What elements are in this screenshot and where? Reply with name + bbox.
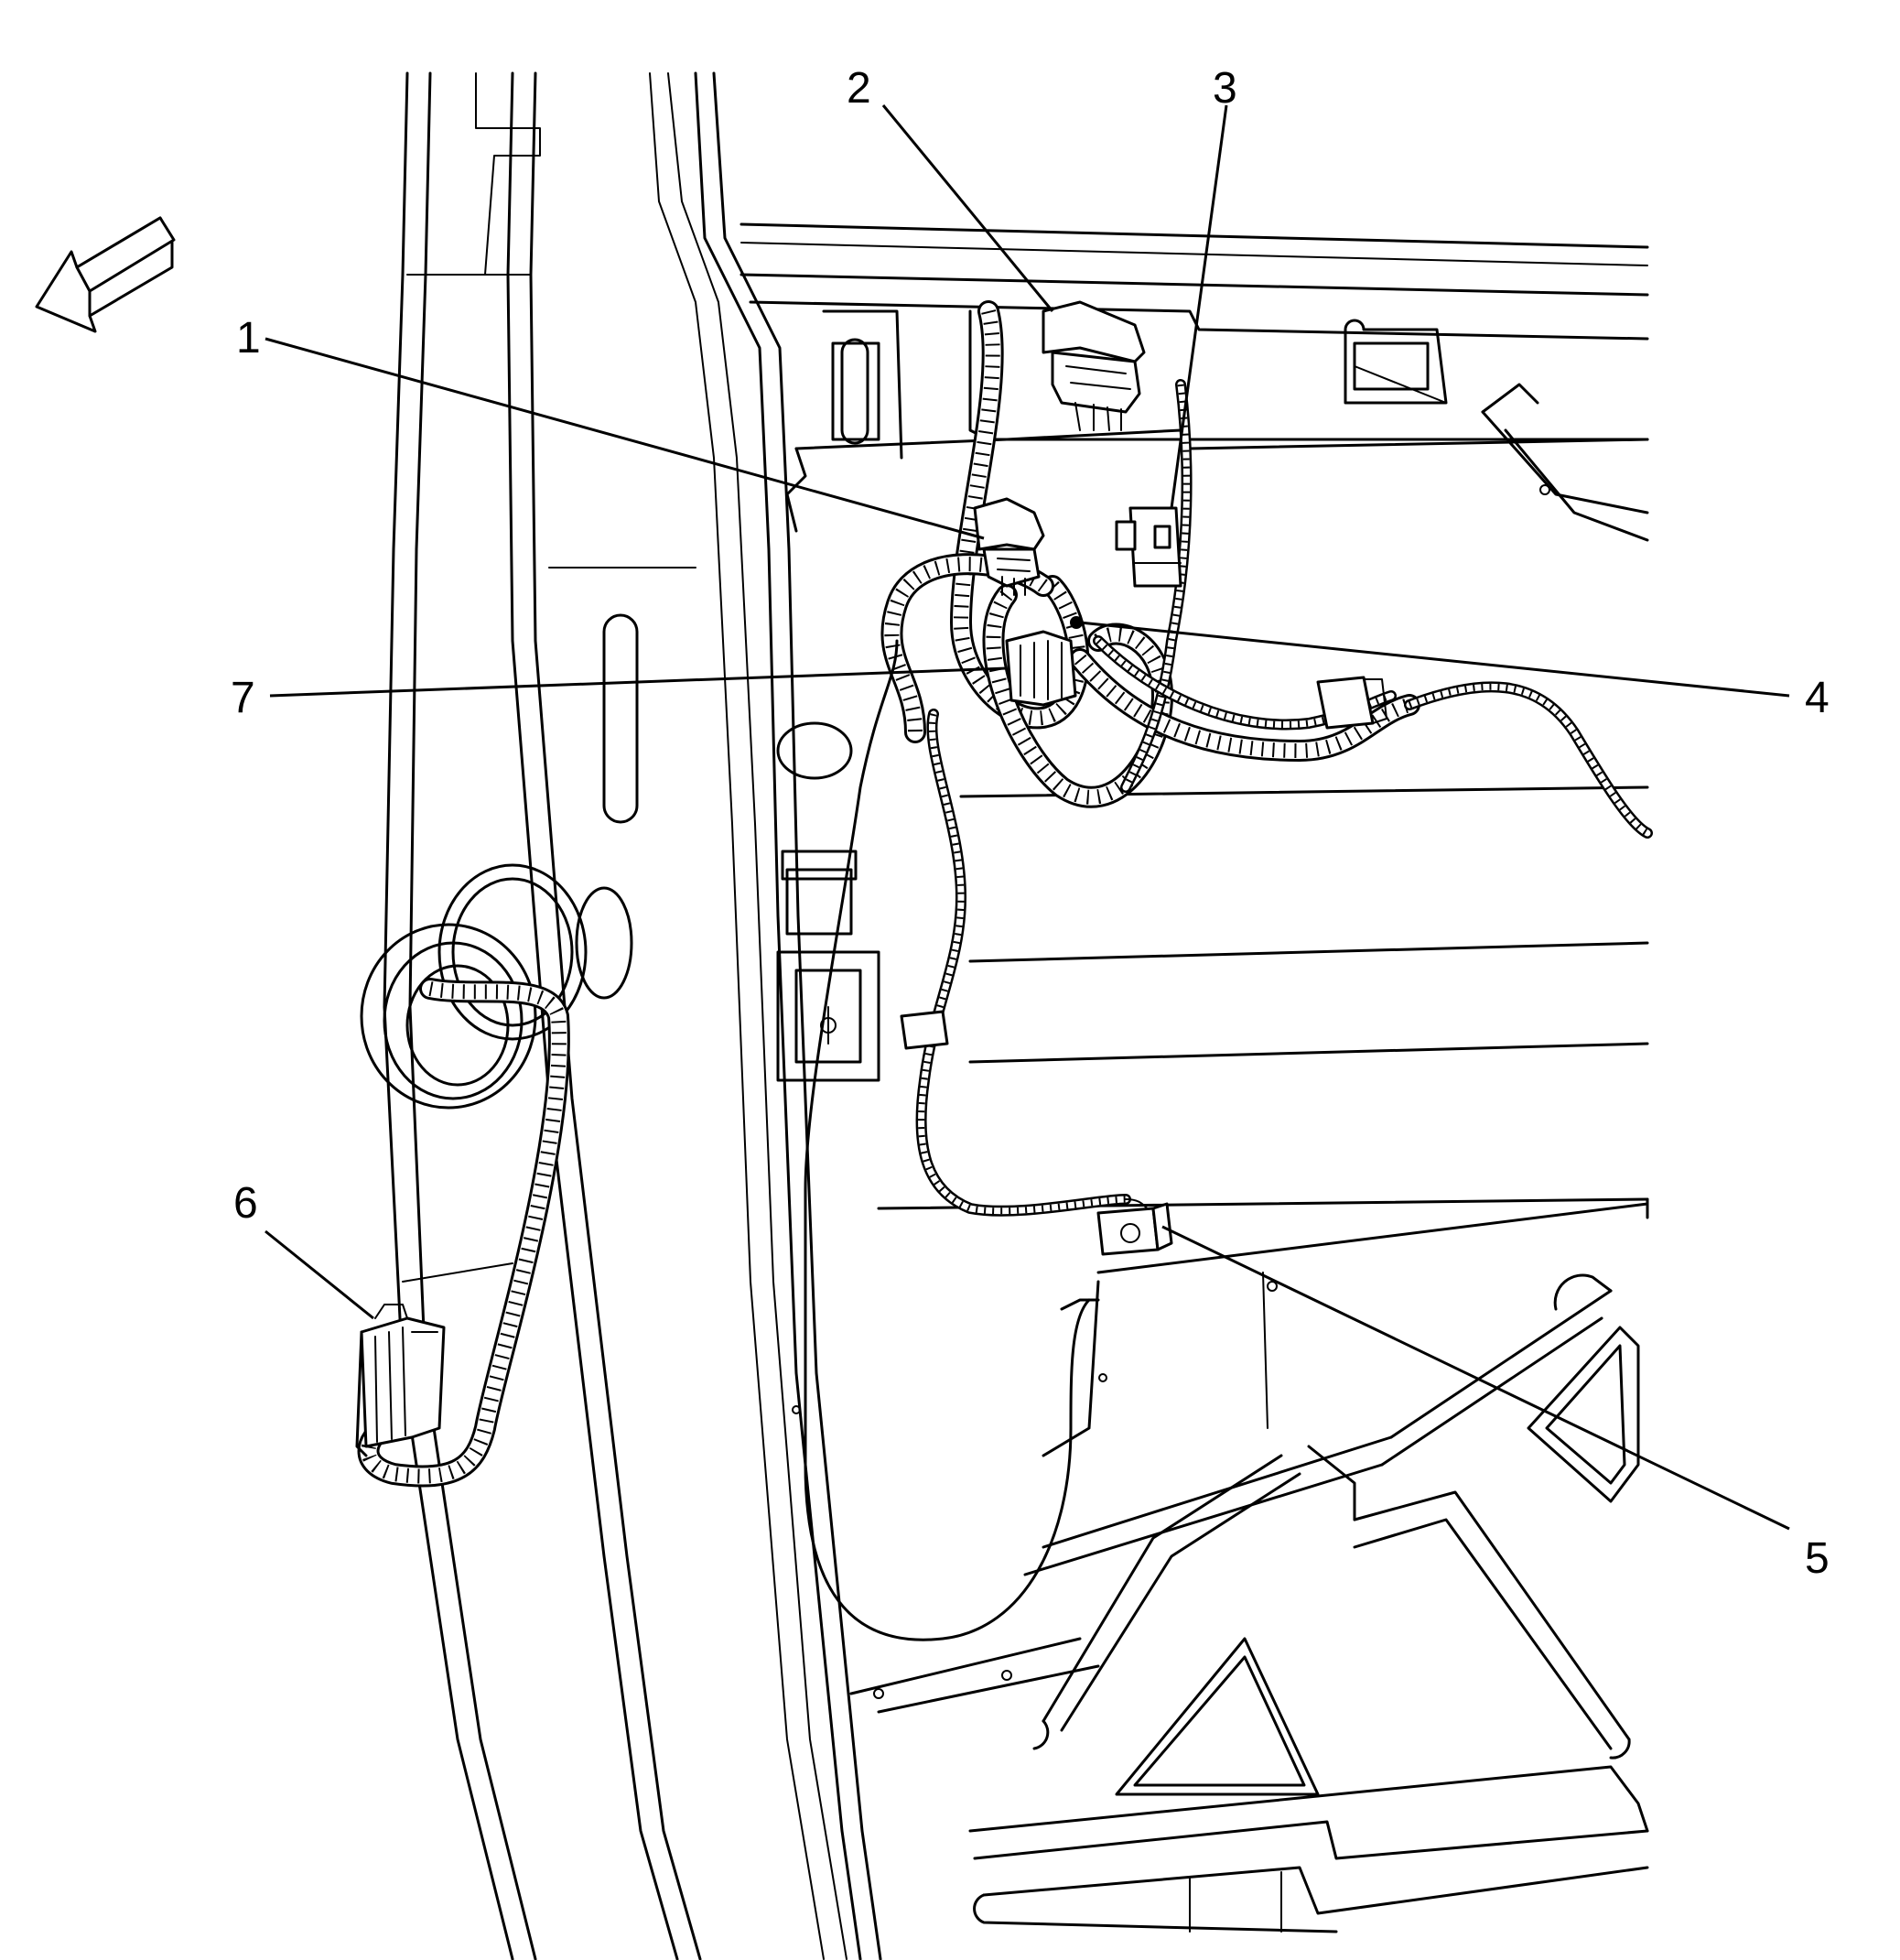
leader-7 xyxy=(269,666,1008,698)
inner-panel-lines xyxy=(877,785,1649,1457)
connector-5 xyxy=(1096,1202,1173,1256)
connector-1 xyxy=(973,497,1045,596)
connector-7 xyxy=(997,630,1077,707)
callout-6: 6 xyxy=(233,1179,258,1228)
connector-2 xyxy=(1042,300,1146,431)
leader-2 xyxy=(881,104,1054,312)
leader-1 xyxy=(264,337,985,540)
connector-4 xyxy=(1070,616,1387,730)
callout-4: 4 xyxy=(1805,674,1830,722)
harness-clip xyxy=(900,1010,949,1050)
leader-3 xyxy=(1170,104,1228,509)
main-wiring-harness xyxy=(357,300,1420,1488)
callout-5: 5 xyxy=(1805,1534,1830,1583)
callout-3: 3 xyxy=(1213,64,1237,113)
harness-grommet xyxy=(360,863,633,1110)
floor-crossmember xyxy=(1023,1273,1640,1796)
callout-2: 2 xyxy=(847,64,871,113)
callout-1: 1 xyxy=(236,314,261,363)
connector-3 xyxy=(1115,506,1182,588)
callout-leaders xyxy=(264,104,1790,1531)
connector-6 xyxy=(355,1304,446,1457)
leader-5 xyxy=(1161,1225,1790,1531)
direction-arrow-icon xyxy=(35,216,176,333)
callout-labels: 1 2 3 4 5 6 7 xyxy=(231,64,1830,1583)
leader-6 xyxy=(264,1229,374,1320)
callout-7: 7 xyxy=(231,674,255,722)
pillar-components xyxy=(776,721,1107,1414)
body-pillars xyxy=(383,71,882,1960)
leader-4 xyxy=(1079,621,1790,698)
bottom-sill xyxy=(849,1637,1649,1933)
upper-panel xyxy=(739,222,1649,542)
